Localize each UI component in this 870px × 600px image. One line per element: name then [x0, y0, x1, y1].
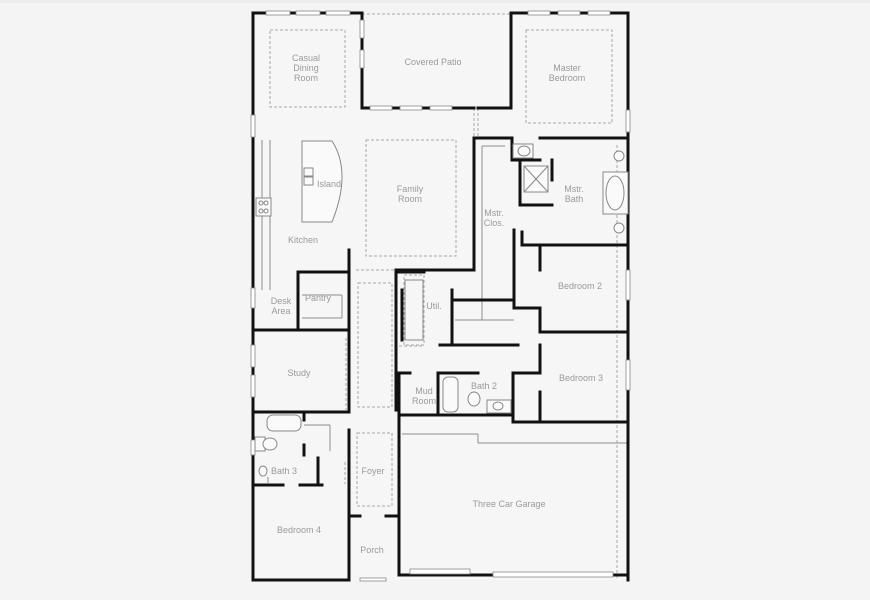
room-label-kitchen: Kitchen [287, 235, 319, 245]
windows [250, 10, 631, 582]
room-label-mud-room: Mud Room [411, 386, 437, 406]
room-label-foyer: Foyer [361, 466, 385, 476]
room-label-covered-patio: Covered Patio [404, 57, 462, 67]
room-label-casual-dining: Casual Dining Room [291, 53, 321, 83]
room-label-util: Util. [426, 301, 442, 311]
room-label-master-bedroom: Master Bedroom [548, 63, 586, 83]
room-label-three-car-garage: Three Car Garage [472, 499, 546, 509]
room-label-pantry: Pantry [304, 293, 332, 303]
area-guides [269, 13, 618, 580]
room-label-mstr-bath: Mstr. Bath [564, 184, 584, 204]
room-label-island: Island [316, 179, 342, 189]
room-label-study: Study [287, 368, 311, 378]
fixtures [254, 140, 629, 477]
room-label-bath-3: Bath 3 [270, 466, 298, 476]
room-label-bedroom-4: Bedroom 4 [276, 525, 322, 535]
walls [251, 11, 630, 582]
room-label-mstr-clos: Mstr. Clos. [483, 208, 505, 228]
room-label-bedroom-3: Bedroom 3 [558, 373, 604, 383]
room-label-porch: Porch [360, 545, 384, 555]
kitchen-island [301, 140, 343, 223]
thin-lines [261, 140, 628, 483]
room-label-bedroom-2: Bedroom 2 [557, 281, 603, 291]
top-edge-line [0, 0, 870, 3]
room-label-family-room: Family Room [396, 184, 424, 204]
room-label-desk-area: Desk Area [270, 296, 292, 316]
room-label-bath-2: Bath 2 [470, 381, 498, 391]
